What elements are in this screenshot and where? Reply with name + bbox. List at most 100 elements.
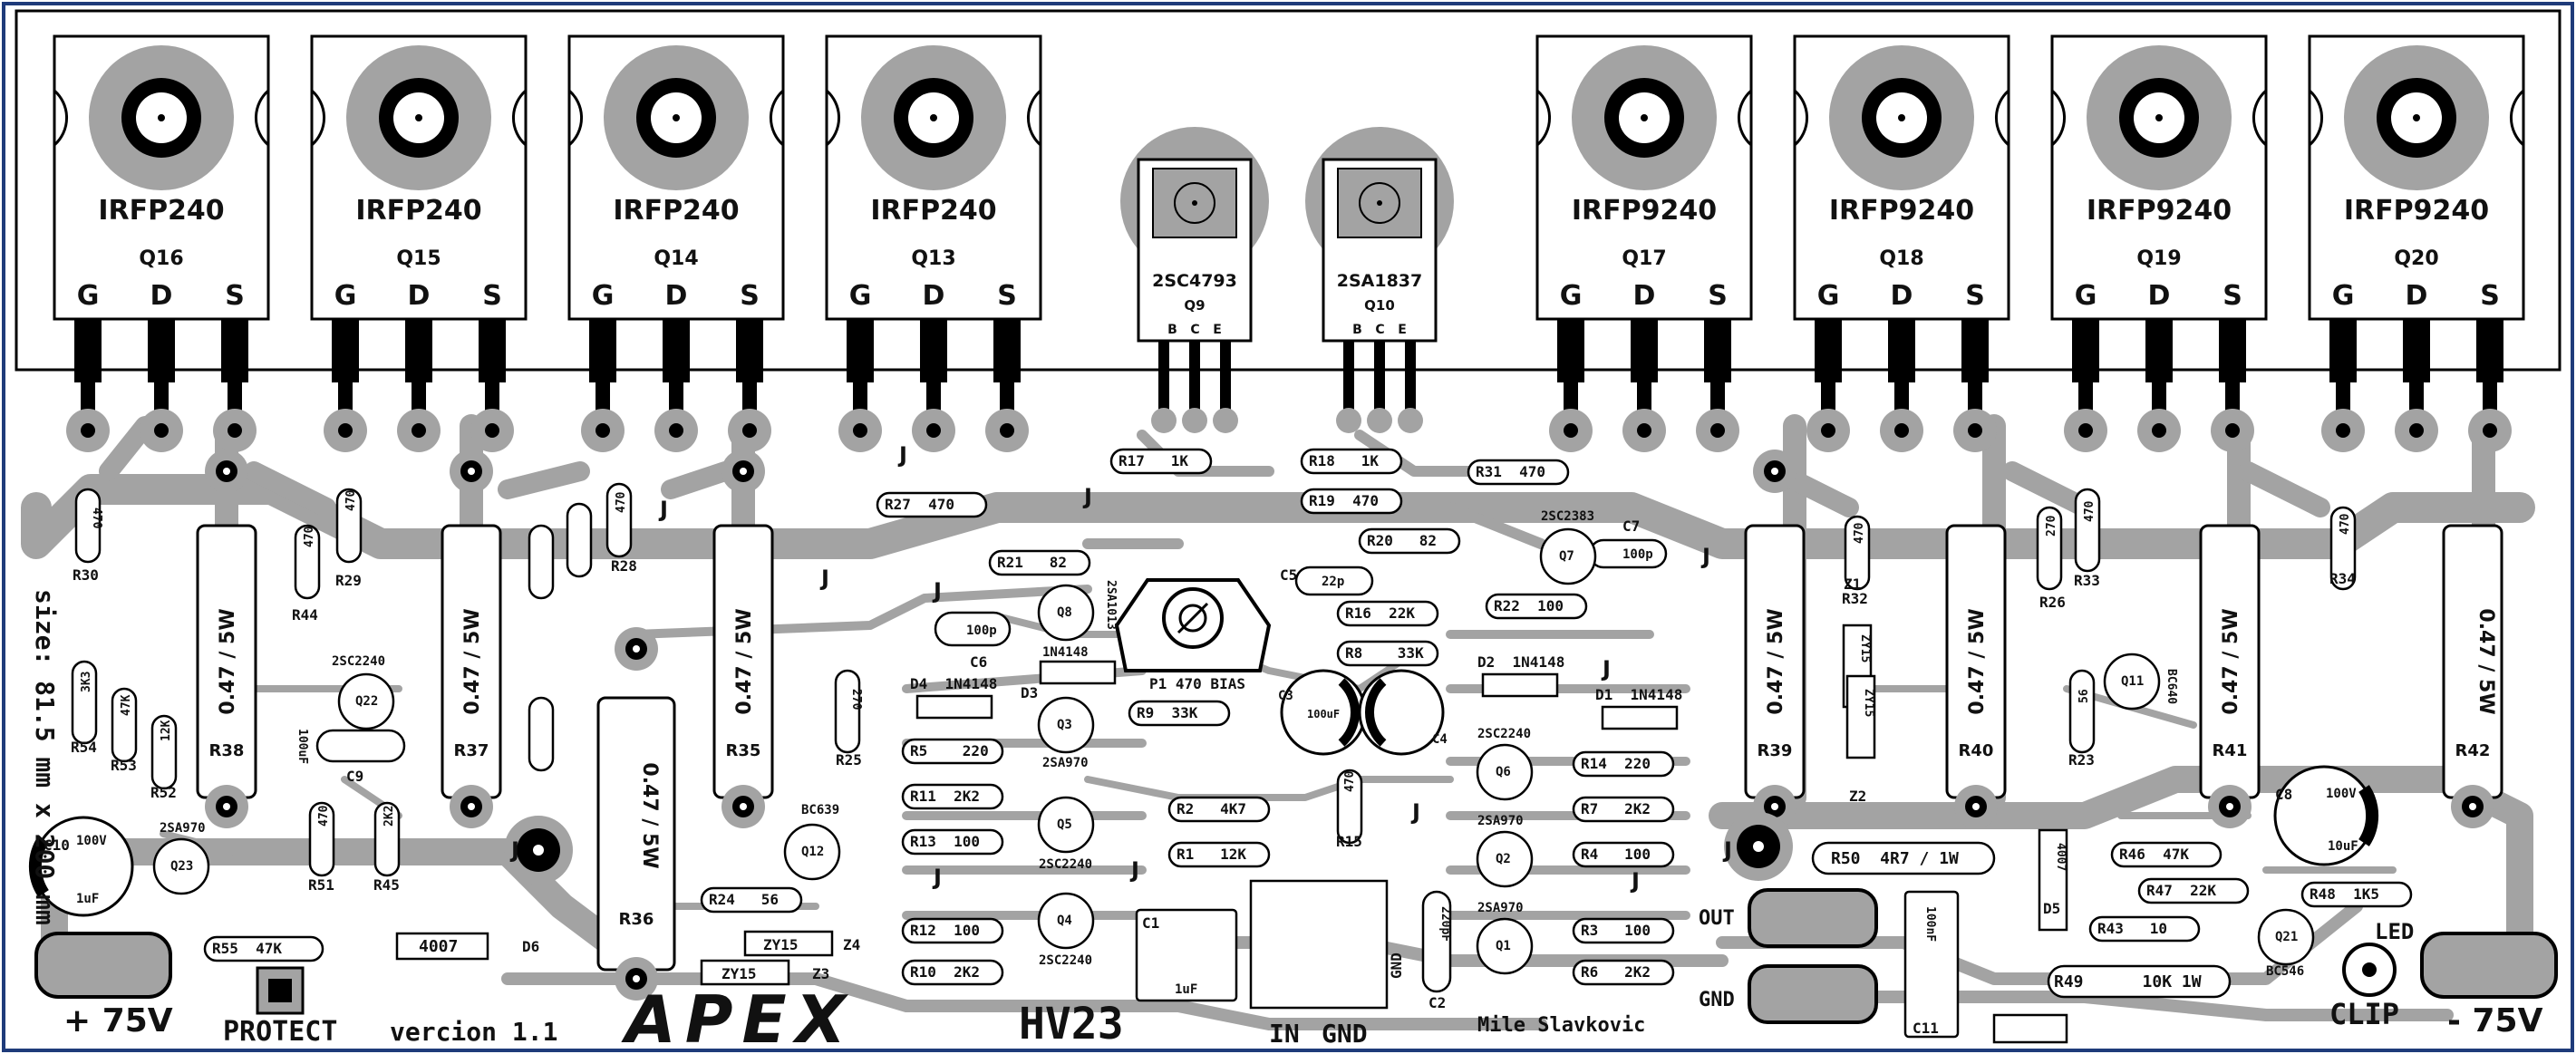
- pad-out: [1748, 888, 1878, 948]
- gnd-label: GND: [1322, 1019, 1368, 1049]
- label-z4-value: ZY15: [763, 936, 799, 953]
- resistor-r44: [294, 524, 321, 600]
- label-r25: R25: [836, 751, 862, 769]
- in-label: IN: [1269, 1019, 1300, 1049]
- pin-label-d: D: [665, 280, 688, 312]
- mosfet-q18: [1793, 34, 2010, 417]
- pin-label-d: D: [1891, 280, 1913, 312]
- diode-d6: [395, 932, 489, 961]
- label-r2: R2 4K7: [1177, 800, 1246, 817]
- value-label: 56: [2077, 689, 2091, 703]
- resistor-r9: [1128, 700, 1231, 727]
- mosfet-part-label: IRFP9240: [2344, 195, 2489, 227]
- transistor-q5: [1037, 796, 1095, 854]
- resistor-r31: [1467, 459, 1570, 486]
- board-size-text: size: 81.5 mm x 200 mm: [30, 589, 60, 925]
- resistor-r5: [901, 738, 1004, 765]
- label-q4-part: 2SC2240: [1039, 953, 1092, 968]
- resistor-r55: [203, 935, 324, 962]
- label-d2: D2 1N4148: [1477, 653, 1564, 671]
- pad-gnd: [1748, 964, 1878, 1024]
- pin-label-g: G: [849, 280, 872, 312]
- label-c10-value: 100V: [76, 834, 107, 848]
- component-labels: R30 470 R44 470 R29 470 R28 470 R27 470 …: [44, 452, 2379, 1037]
- label-r15: R15: [1336, 833, 1362, 850]
- power-resistor-value: 0.47 / 5W: [461, 608, 484, 714]
- label-c1: C1: [1142, 914, 1159, 932]
- power-resistor-r38: [196, 450, 257, 828]
- label-c6: C6: [970, 653, 987, 671]
- resistor-r54: [71, 660, 98, 745]
- jumper-label: J: [1630, 868, 1640, 894]
- pad-minus75: [2420, 932, 2558, 999]
- label-q8: Q8: [1057, 605, 1072, 620]
- label-d5: D5: [2043, 900, 2060, 917]
- mosfet-q13: [825, 34, 1042, 417]
- trimmer-p1: [1114, 578, 1272, 672]
- label-c2-value: 220pF: [1438, 906, 1452, 942]
- label-r20: R20 82: [1367, 532, 1437, 549]
- label-c3-value: 100uF: [1307, 708, 1340, 720]
- mosfet-ref-label: Q18: [1879, 247, 1923, 270]
- plus75-label: + 75V: [63, 1002, 173, 1039]
- label-c8-cap: 10uF: [2328, 839, 2358, 854]
- label-r23: R23: [2068, 751, 2095, 769]
- transistor-q6: [1476, 743, 1534, 801]
- label-q21: Q21: [2275, 930, 2298, 944]
- label-d3: D3: [1021, 684, 1038, 701]
- pin-label-d: D: [2406, 280, 2428, 312]
- author-label: Mile Slavkovic: [1477, 1014, 1645, 1037]
- mosfet-ref-label: Q20: [2394, 247, 2438, 270]
- resistor-r20: [1358, 527, 1461, 555]
- power-resistor-value: 0.47 / 5W: [1966, 608, 1989, 714]
- jumper-label: J: [932, 578, 942, 604]
- resistor-r25: [834, 669, 861, 754]
- power-resistor-value: 0.47 / 5W: [733, 608, 756, 714]
- label-r27: R27 470: [885, 496, 954, 513]
- label-r47: R47 22K: [2146, 882, 2216, 899]
- label-q8-part: 2SA1013: [1104, 580, 1118, 630]
- label-r21: R21 82: [997, 554, 1067, 571]
- label-r51: R51: [308, 876, 334, 894]
- mosfet-q15: [310, 34, 528, 417]
- label-r3: R3 100: [1581, 922, 1651, 939]
- zener-z4: [743, 930, 834, 957]
- power-resistor-ref: R39: [1758, 741, 1793, 760]
- resistor-r30: [74, 488, 102, 564]
- mosfet-part-label: IRFP240: [98, 195, 224, 227]
- value-label: 270: [849, 689, 863, 711]
- label-r32: R32: [1842, 590, 1868, 607]
- label-c9-value: 100uF: [295, 729, 309, 764]
- label-q3: Q3: [1057, 718, 1072, 732]
- label-d6: D6: [522, 938, 539, 955]
- resistor-r32: [1844, 515, 1871, 591]
- driver-ref-label: Q9: [1184, 297, 1205, 314]
- pad-plus75: [34, 932, 172, 999]
- driver-pin-label: B C E: [1352, 323, 1407, 337]
- mosfet-ref-label: Q16: [139, 247, 183, 270]
- resistor-r29: [335, 488, 363, 564]
- resistor-r11: [901, 783, 1004, 810]
- capacitor-c6: [934, 611, 1012, 647]
- pin-label-s: S: [1708, 280, 1728, 312]
- jumper-label: J: [1129, 857, 1139, 883]
- pin-label-s: S: [740, 280, 760, 312]
- driver-q10: [1305, 127, 1454, 433]
- label-r7: R7 2K2: [1581, 800, 1651, 817]
- label-r43: R43 10: [2097, 920, 2167, 937]
- resistor-r1: [1167, 841, 1271, 868]
- pin-label-s: S: [1965, 280, 1985, 312]
- pad-protect: [256, 966, 305, 1015]
- input-connector: [1249, 879, 1389, 1010]
- label-c11: C11: [1913, 1020, 1939, 1037]
- brand-logo: APEX: [621, 981, 855, 1054]
- label-r33: R33: [2074, 572, 2100, 589]
- mosfet-part-label: IRFP9240: [1829, 195, 1974, 227]
- driver-q9: [1120, 127, 1269, 433]
- label-r10: R10 2K2: [910, 963, 980, 981]
- power-resistor-value: 0.47 / 5W: [638, 762, 661, 868]
- clip-label: CLIP: [2329, 997, 2399, 1031]
- label-q5-part: 2SC2240: [1039, 857, 1092, 872]
- diode-d1: [1601, 705, 1679, 730]
